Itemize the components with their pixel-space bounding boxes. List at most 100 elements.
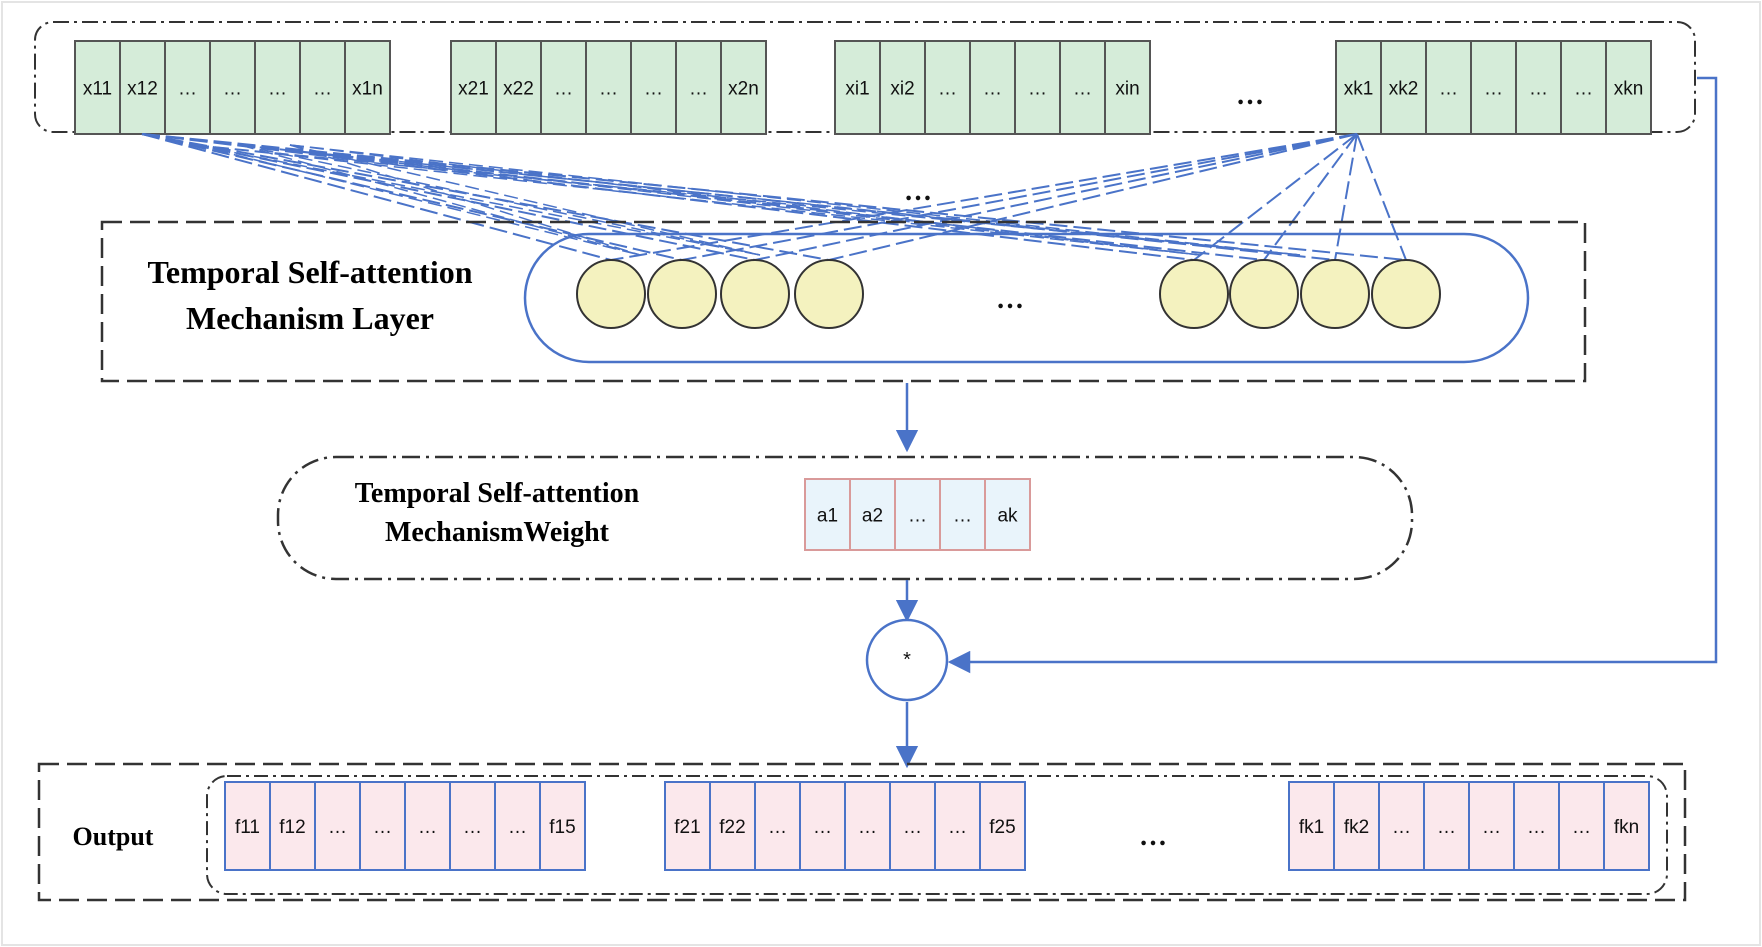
weight-cell-label: … bbox=[953, 506, 972, 527]
output-cell: fkn bbox=[1603, 781, 1650, 871]
output-cell-box bbox=[1603, 781, 1650, 871]
weight-cell-box bbox=[939, 478, 986, 551]
output-cell: f21 bbox=[664, 781, 711, 871]
output-cell-box bbox=[709, 781, 756, 871]
input-cell-box bbox=[1104, 40, 1151, 135]
attention-link bbox=[239, 144, 1201, 256]
output-cell-label: … bbox=[1527, 817, 1546, 838]
weight-cell: … bbox=[939, 478, 986, 551]
output-cell-label: … bbox=[1437, 817, 1456, 838]
attention-link bbox=[1356, 133, 1407, 261]
input-cell-label: … bbox=[1529, 79, 1548, 100]
attention-node bbox=[794, 259, 864, 329]
weight-cell-box bbox=[849, 478, 896, 551]
attention-link bbox=[1263, 133, 1358, 261]
output-cell: … bbox=[359, 781, 406, 871]
output-cell-label: f21 bbox=[674, 817, 700, 838]
output-cell: … bbox=[1558, 781, 1605, 871]
input-cell-label: xi1 bbox=[845, 79, 869, 100]
output-gap-ellipsis: … bbox=[1139, 821, 1167, 852]
output-cell: … bbox=[449, 781, 496, 871]
input-cell-label: x21 bbox=[458, 79, 489, 100]
attention-node bbox=[576, 259, 646, 329]
output-cell-box bbox=[1333, 781, 1380, 871]
input-cell: … bbox=[209, 40, 256, 135]
output-cell: … bbox=[844, 781, 891, 871]
attention-node bbox=[720, 259, 790, 329]
output-label: Output bbox=[73, 822, 154, 851]
input-cell: xk2 bbox=[1380, 40, 1427, 135]
attention-link bbox=[754, 133, 1358, 261]
input-cell-box bbox=[1380, 40, 1427, 135]
output-cell: f22 bbox=[709, 781, 756, 871]
input-cell-box bbox=[344, 40, 391, 135]
input-cell: xk1 bbox=[1335, 40, 1382, 135]
input-cell-box bbox=[1560, 40, 1607, 135]
output-cell-label: … bbox=[463, 817, 482, 838]
output-cell-label: f11 bbox=[235, 817, 260, 838]
input-cell-label: … bbox=[689, 79, 708, 100]
input-cell-label: … bbox=[644, 79, 663, 100]
output-cell-box bbox=[979, 781, 1026, 871]
weight-cell-box bbox=[984, 478, 1031, 551]
weight-title-line2: MechanismWeight bbox=[385, 517, 610, 548]
input-cell: … bbox=[299, 40, 346, 135]
output-cell: f25 bbox=[979, 781, 1026, 871]
output-cell-label: f15 bbox=[549, 817, 575, 838]
output-cell: … bbox=[934, 781, 981, 871]
input-cell-label: … bbox=[223, 79, 242, 100]
output-cell-label: f25 bbox=[989, 817, 1015, 838]
input-cell: x12 bbox=[119, 40, 166, 135]
input-cell-box bbox=[1605, 40, 1652, 135]
output-cell-box bbox=[1288, 781, 1335, 871]
input-cell: … bbox=[1560, 40, 1607, 135]
attention-link bbox=[141, 133, 756, 261]
output-cell: … bbox=[404, 781, 451, 871]
attention-link bbox=[141, 133, 612, 261]
input-cell: x11 bbox=[74, 40, 121, 135]
weight-cell-label: ak bbox=[997, 506, 1018, 527]
input-cell: … bbox=[1470, 40, 1517, 135]
weight-cell: ak bbox=[984, 478, 1031, 551]
attention-link bbox=[194, 144, 1201, 256]
attention-link bbox=[1193, 133, 1358, 261]
attention-link bbox=[1334, 133, 1358, 261]
input-cell: x21 bbox=[450, 40, 497, 135]
attention-connections bbox=[141, 133, 1407, 261]
input-cell-box bbox=[540, 40, 587, 135]
attention-node bbox=[1300, 259, 1370, 329]
skip-connection-line bbox=[1537, 76, 1718, 664]
output-cell: … bbox=[1423, 781, 1470, 871]
input-cell-box bbox=[1515, 40, 1562, 135]
weight-cell-label: a2 bbox=[862, 506, 883, 527]
output-cell: … bbox=[1468, 781, 1515, 871]
input-cell: xin bbox=[1104, 40, 1151, 135]
output-cell-label: … bbox=[768, 817, 787, 838]
attention-link bbox=[239, 144, 761, 256]
output-cell-label: … bbox=[373, 817, 392, 838]
weight-block-frame bbox=[276, 455, 1414, 581]
input-cell-label: … bbox=[599, 79, 618, 100]
input-cell: … bbox=[164, 40, 211, 135]
attention-link bbox=[289, 144, 641, 256]
attention-link bbox=[239, 144, 1301, 256]
input-cell: … bbox=[585, 40, 632, 135]
input-cell-label: … bbox=[1028, 79, 1047, 100]
input-cell-label: x12 bbox=[127, 79, 158, 100]
attention-link bbox=[141, 133, 1265, 261]
input-cell: … bbox=[1059, 40, 1106, 135]
output-cell: … bbox=[754, 781, 801, 871]
input-cell: … bbox=[1515, 40, 1562, 135]
output-cell-label: f12 bbox=[279, 817, 305, 838]
input-cell-label: x11 bbox=[83, 79, 112, 100]
input-cell: x1n bbox=[344, 40, 391, 135]
input-cell-label: x2n bbox=[728, 79, 759, 100]
input-cell-label: xin bbox=[1115, 79, 1139, 100]
connections-ellipsis: … bbox=[904, 176, 932, 207]
input-cell: … bbox=[630, 40, 677, 135]
output-cell-label: fkn bbox=[1614, 817, 1639, 838]
output-cell-label: … bbox=[903, 817, 922, 838]
